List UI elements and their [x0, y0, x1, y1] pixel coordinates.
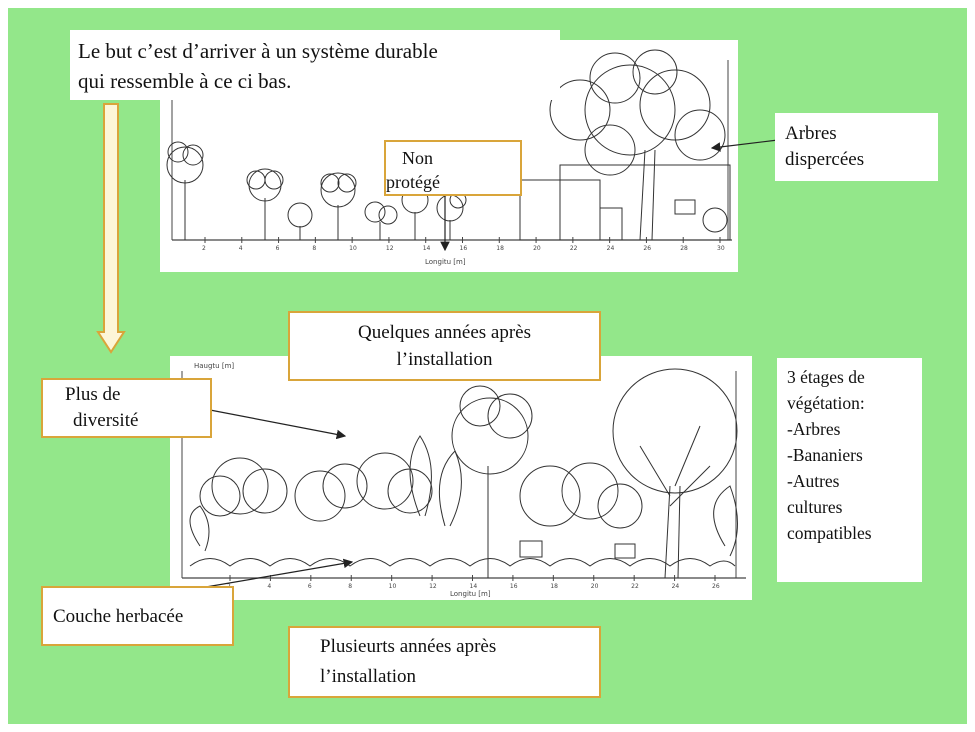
quelques-line-1: Quelques années après — [357, 322, 532, 343]
axis-tick-label: 10 — [349, 245, 357, 252]
plusieurs-line-2: l’installation — [320, 666, 417, 687]
axis-tick-label: 16 — [460, 245, 468, 252]
plus-diversite-box: Plus de diversité — [41, 378, 212, 438]
axis-tick-label: 20 — [591, 583, 599, 590]
axis-tick-label: 26 — [712, 583, 720, 590]
axis-tick-label: 24 — [607, 245, 615, 252]
non-protege-line-2: protégé — [386, 172, 440, 192]
quelques-annees-box: Quelques années après l’installation — [288, 311, 601, 381]
axis-tick-label: 18 — [550, 583, 558, 590]
non-protege-box: Non protégé — [384, 140, 522, 196]
etages-line: compatibles — [787, 523, 872, 543]
couche-label: Couche herbacée — [53, 606, 184, 627]
axis-tick-label: 6 — [308, 583, 312, 590]
etages-line: -Autres — [787, 471, 840, 491]
etages-line: végétation: — [787, 393, 865, 413]
axis-tick-label: 6 — [276, 245, 280, 252]
axis-tick-label: 24 — [672, 583, 680, 590]
arbres-line-1: Arbres — [785, 123, 837, 144]
plusieurs-line-1: Plusieurts années après — [320, 636, 497, 657]
axis-tick-label: 26 — [643, 245, 651, 252]
axis-tick-label: 4 — [239, 245, 243, 252]
plus-line-1: Plus de — [65, 384, 121, 405]
couche-herbacee-box: Couche herbacée — [41, 586, 234, 646]
axis-tick-label: 12 — [386, 245, 394, 252]
axis-tick-label: 18 — [496, 245, 504, 252]
axis-tick-label: 28 — [680, 245, 688, 252]
axis-tick-label: 2 — [202, 245, 206, 252]
axis-tick-label: 8 — [348, 583, 352, 590]
etages-line: -Arbres — [787, 419, 841, 439]
axis-tick-label: 20 — [533, 245, 541, 252]
axis-tick-label: 14 — [470, 583, 478, 590]
axis-tick-label: 14 — [423, 245, 431, 252]
axis-tick-label: 12 — [429, 583, 437, 590]
axis-tick-label: 30 — [717, 245, 725, 252]
bottom-x-axis-label: Longitu [m] — [450, 590, 491, 598]
intro-line-1: Le but c’est d’arriver à un système dura… — [78, 39, 438, 63]
axis-tick-label: 4 — [267, 583, 271, 590]
intro-text-box: Le but c’est d’arriver à un système dura… — [70, 30, 560, 100]
intro-line-2: qui ressemble à ce ci bas. — [78, 69, 292, 93]
etages-line: 3 étages de — [787, 367, 865, 387]
axis-tick-label: 22 — [570, 245, 578, 252]
axis-tick-label: 22 — [631, 583, 639, 590]
axis-tick-label: 8 — [312, 245, 316, 252]
etages-vegetation-box: 3 étages de végétation: -Arbres -Bananiers -… — [777, 358, 922, 582]
bottom-y-axis-label: Haugtu [m] — [194, 362, 235, 370]
etages-line: -Bananiers — [787, 445, 863, 465]
arbres-dispercees-box: Arbres dispercées — [775, 113, 938, 181]
quelques-line-2: l’installation — [396, 349, 493, 370]
non-protege-line-1: Non — [402, 148, 433, 168]
top-x-axis-label: Longitu [m] — [425, 258, 466, 266]
axis-tick-label: 10 — [389, 583, 397, 590]
plus-line-2: diversité — [73, 410, 139, 431]
arbres-line-2: dispercées — [785, 149, 865, 170]
axis-tick-label: 16 — [510, 583, 518, 590]
plusieurs-annees-box: Plusieurts années après l’installation — [288, 626, 601, 698]
etages-line: cultures — [787, 497, 843, 517]
